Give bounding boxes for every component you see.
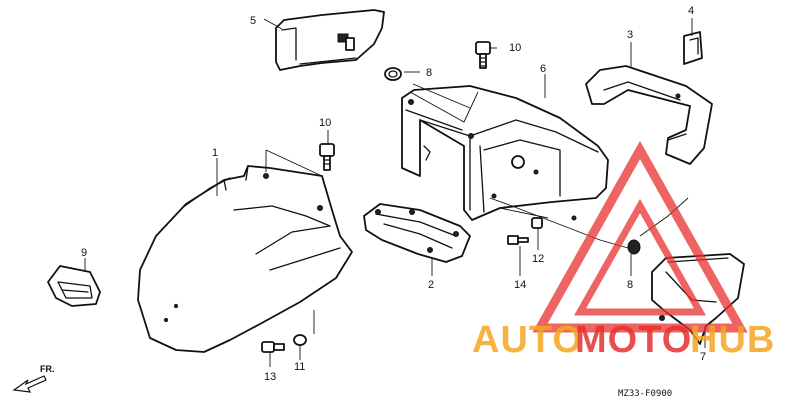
callout-2: 2	[428, 279, 434, 291]
diagram-code: MZ33-F0900	[618, 389, 672, 399]
callout-5: 5	[250, 15, 256, 27]
nut-12	[531, 217, 543, 229]
callout-1: 1	[212, 147, 218, 159]
callout-12: 12	[532, 253, 544, 265]
callout-11: 11	[294, 361, 305, 373]
part-4-clip	[683, 31, 703, 65]
callout-14: 14	[514, 279, 526, 291]
callout-8-bottom: 8	[627, 279, 633, 291]
watermark-triangle	[532, 140, 748, 333]
part-5-bracket-cover	[275, 9, 385, 71]
bolt-10-top	[475, 41, 491, 69]
callout-4: 4	[688, 5, 694, 17]
bolt-10-left	[319, 143, 335, 171]
callout-10-left: 10	[319, 117, 331, 129]
leader-lines	[84, 18, 706, 367]
grommet-8-top	[384, 67, 402, 81]
part-2-plate	[363, 203, 471, 263]
part-1-front-fender	[137, 165, 353, 353]
callout-10-top: 10	[509, 42, 521, 54]
bolt-13	[261, 341, 285, 353]
washer-11	[293, 334, 307, 346]
callout-13: 13	[264, 371, 276, 383]
part-9-reflector	[47, 265, 101, 307]
part-3-handle	[585, 65, 713, 165]
callout-9: 9	[81, 247, 87, 259]
watermark-word-auto: AUTO	[472, 319, 583, 361]
watermark-text: AUTO MOTO HUB	[472, 319, 775, 361]
bolt-14	[507, 235, 529, 245]
callout-7: 7	[700, 351, 706, 363]
front-direction-label: FR.	[40, 364, 55, 374]
callout-6: 6	[540, 63, 546, 75]
part-6-inner-fender	[401, 85, 609, 221]
callout-8-top: 8	[426, 67, 432, 79]
callout-3: 3	[627, 29, 633, 41]
front-direction-indicator: FR.	[12, 364, 55, 393]
watermark-word-hub: HUB	[690, 319, 775, 361]
watermark-word-moto: MOTO	[575, 319, 692, 361]
grommet-8-bottom	[627, 239, 641, 255]
callout-labels: 5 4 3 10 8 6 10 1 9 2 14 12 8 7 13 11	[81, 5, 706, 383]
front-arrow-icon	[12, 375, 47, 393]
